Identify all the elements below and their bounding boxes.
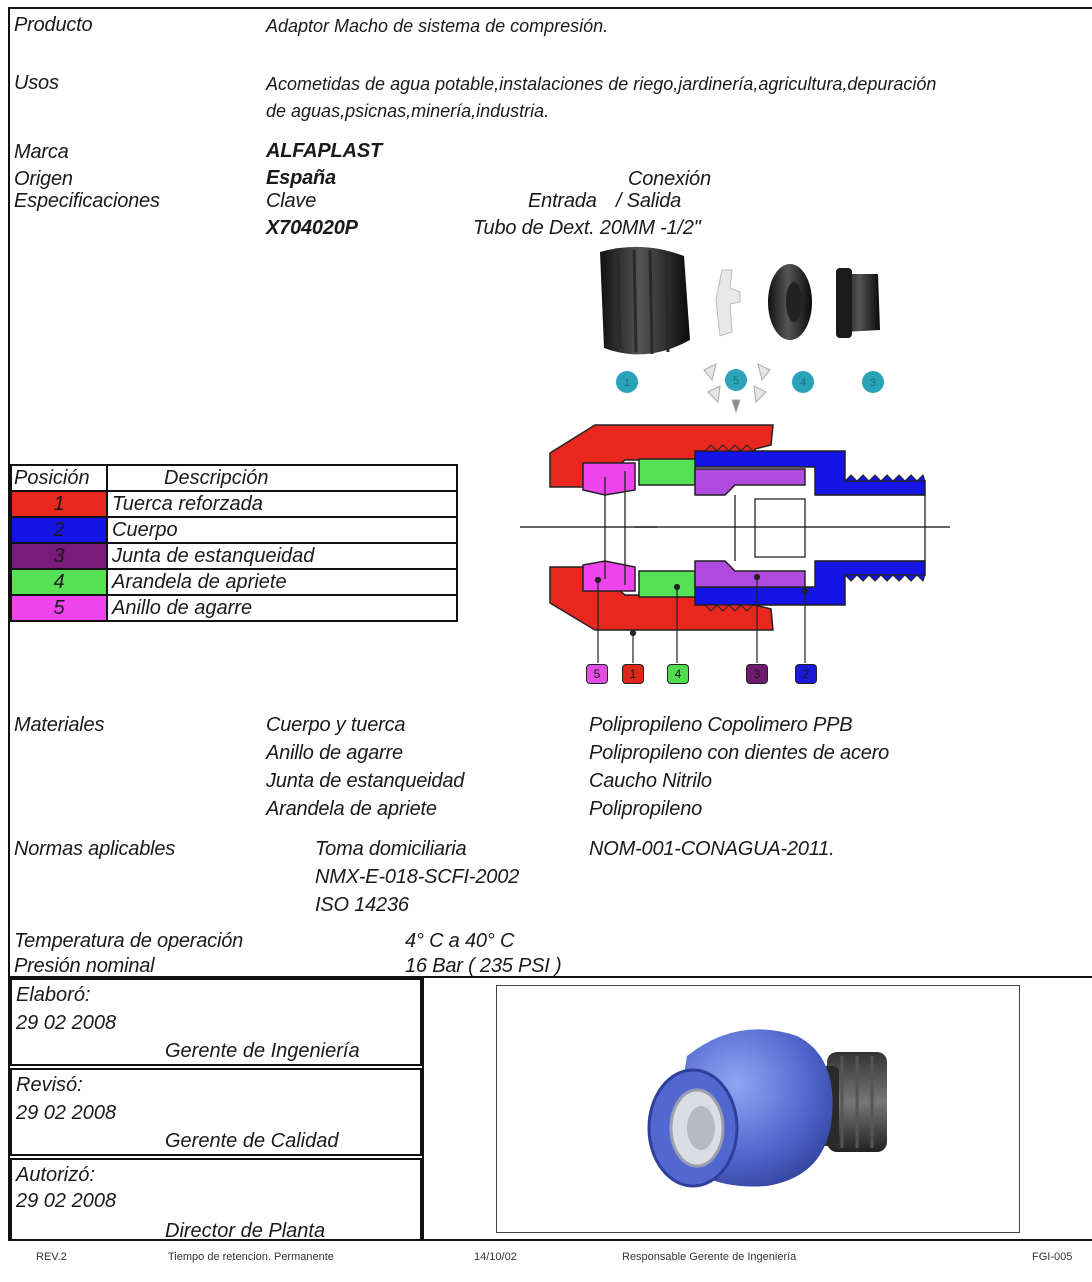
footer-retencion: Tiempo de retencion. Permanente bbox=[168, 1251, 334, 1263]
positions-table: Posición Descripción 1 Tuerca reforzada … bbox=[10, 464, 458, 622]
table-row: 1 Tuerca reforzada bbox=[10, 490, 458, 518]
col-descripcion: Descripción bbox=[106, 464, 458, 492]
exploded-badge-4-text: 4 bbox=[800, 377, 806, 389]
usos-line-1: Acometidas de agua potable,instalaciones… bbox=[266, 74, 937, 94]
norma-iso: ISO 14236 bbox=[315, 894, 409, 916]
producto-value: Adaptor Macho de sistema de compresión. bbox=[266, 16, 609, 36]
conexion-label: Conexión bbox=[628, 168, 711, 190]
footer-rev: REV.2 bbox=[36, 1251, 67, 1263]
position-number: 1 bbox=[10, 490, 108, 518]
signature-role: Gerente de Calidad bbox=[165, 1130, 339, 1152]
cross-section-diagram bbox=[520, 424, 950, 663]
divider bbox=[8, 976, 1092, 978]
table-row: 2 Cuerpo bbox=[10, 516, 458, 544]
exploded-badge-4 bbox=[792, 371, 814, 393]
material-value: Polipropileno bbox=[589, 798, 703, 820]
exploded-parts-image: 1 5 4 3 bbox=[600, 246, 884, 414]
signature-box-elaboro: Elaboró: 29 02 2008 Gerente de Ingenierí… bbox=[10, 978, 422, 1066]
origen-value: España bbox=[266, 167, 336, 189]
exploded-badge-1-text: 1 bbox=[624, 377, 630, 389]
temperatura-value: 4° C a 40° C bbox=[405, 930, 515, 952]
presion-value: 16 Bar ( 235 PSI ) bbox=[405, 955, 562, 977]
clave-value: X704020P bbox=[266, 217, 358, 239]
positions-header-row: Posición Descripción bbox=[10, 464, 458, 492]
entrada-label: Entrada bbox=[528, 190, 597, 212]
signature-date: 29 02 2008 bbox=[16, 1102, 117, 1124]
section-badge-1: 1 bbox=[622, 664, 644, 684]
norma-nom: NOM-001-CONAGUA-2011. bbox=[589, 838, 835, 860]
signature-role: Gerente de Ingeniería bbox=[165, 1040, 360, 1062]
position-description: Tuerca reforzada bbox=[106, 490, 458, 518]
material-part: Junta de estanqueidad bbox=[266, 770, 465, 792]
marca-value: ALFAPLAST bbox=[266, 140, 382, 162]
especificaciones-label: Especificaciones bbox=[14, 190, 160, 212]
tubo-value: Tubo de Dext. 20MM -1/2" bbox=[473, 217, 701, 239]
signature-title: Autorizó: bbox=[16, 1164, 95, 1186]
position-number: 2 bbox=[10, 516, 108, 544]
signature-title: Revisó: bbox=[16, 1074, 83, 1096]
divider bbox=[422, 976, 424, 1241]
position-description: Junta de estanqueidad bbox=[106, 542, 458, 570]
position-number: 5 bbox=[10, 594, 108, 622]
toma-domiciliaria: Toma domiciliaria bbox=[315, 838, 467, 860]
signature-role: Director de Planta bbox=[165, 1220, 326, 1242]
usos-label: Usos bbox=[14, 72, 59, 94]
presion-label: Presión nominal bbox=[14, 955, 155, 977]
signature-box-autorizo: Autorizó: 29 02 2008 Director de Planta bbox=[10, 1158, 422, 1242]
footer-responsable: Responsable Gerente de Ingeniería bbox=[622, 1251, 797, 1263]
table-row: 5 Anillo de agarre bbox=[10, 594, 458, 622]
signature-title: Elaboró: bbox=[16, 984, 91, 1006]
sheet-frame bbox=[8, 7, 1092, 1241]
producto-label: Producto bbox=[14, 14, 93, 36]
material-value: Caucho Nitrilo bbox=[589, 770, 712, 792]
materiales-label: Materiales bbox=[14, 714, 105, 736]
product-photo-frame bbox=[496, 985, 1020, 1233]
section-badge-4: 4 bbox=[667, 664, 689, 684]
material-value: Polipropileno Copolimero PPB bbox=[589, 714, 853, 736]
signature-box-reviso: Revisó: 29 02 2008 Gerente de Calidad bbox=[10, 1068, 422, 1156]
exploded-badge-3-text: 3 bbox=[870, 377, 876, 389]
col-posicion: Posición bbox=[10, 464, 108, 492]
position-number: 4 bbox=[10, 568, 108, 596]
position-description: Arandela de apriete bbox=[106, 568, 458, 596]
section-badge-2: 2 bbox=[795, 664, 817, 684]
norma-nmx: NMX-E-018-SCFI-2002 bbox=[315, 866, 520, 888]
section-badge-3: 3 bbox=[746, 664, 768, 684]
usos-line-2: de aguas,psicnas,minería,industria. bbox=[266, 101, 550, 121]
exploded-badge-5 bbox=[725, 369, 747, 391]
exploded-badge-3 bbox=[862, 371, 884, 393]
table-row: 4 Arandela de apriete bbox=[10, 568, 458, 596]
product-photo bbox=[647, 1029, 887, 1188]
exploded-badge-1 bbox=[616, 371, 638, 393]
signature-date: 29 02 2008 bbox=[16, 1190, 117, 1212]
material-part: Arandela de apriete bbox=[266, 798, 437, 820]
position-description: Cuerpo bbox=[106, 516, 458, 544]
normas-label: Normas aplicables bbox=[14, 838, 176, 860]
material-part: Cuerpo y tuerca bbox=[266, 714, 406, 736]
signature-date: 29 02 2008 bbox=[16, 1012, 117, 1034]
position-number: 3 bbox=[10, 542, 108, 570]
section-badge-5: 5 bbox=[586, 664, 608, 684]
footer-fecha: 14/10/02 bbox=[474, 1251, 517, 1263]
material-part: Anillo de agarre bbox=[266, 742, 403, 764]
footer-codigo: FGI-005 bbox=[1032, 1251, 1073, 1263]
exploded-badge-5-text: 5 bbox=[733, 375, 739, 387]
material-value: Polipropileno con dientes de acero bbox=[589, 742, 890, 764]
origen-label: Origen bbox=[14, 168, 73, 190]
clave-label: Clave bbox=[266, 190, 317, 212]
temperatura-label: Temperatura de operación bbox=[14, 930, 244, 952]
position-description: Anillo de agarre bbox=[106, 594, 458, 622]
marca-label: Marca bbox=[14, 141, 69, 163]
salida-label: / Salida bbox=[616, 190, 682, 212]
table-row: 3 Junta de estanqueidad bbox=[10, 542, 458, 570]
